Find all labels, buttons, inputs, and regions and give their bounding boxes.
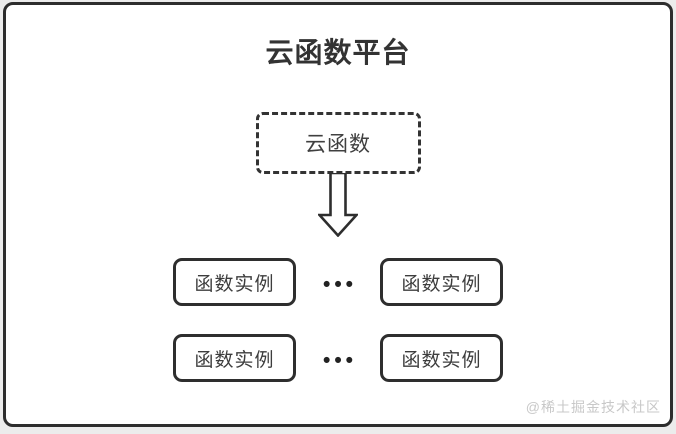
instance-grid: 函数实例 ••• 函数实例 函数实例 ••• 函数实例 <box>6 258 670 382</box>
cloud-function-platform-panel: 云函数平台 云函数 函数实例 ••• 函数实例 函数实例 ••• 函数实例 <box>3 2 673 427</box>
function-instance-label: 函数实例 <box>194 273 275 295</box>
function-instance-label: 函数实例 <box>194 349 275 371</box>
down-arrow-icon <box>6 173 670 237</box>
cloud-function-node-label: 云函数 <box>305 133 371 156</box>
instance-row: 函数实例 ••• 函数实例 <box>6 334 670 382</box>
function-instance-node: 函数实例 <box>173 334 296 382</box>
cloud-function-node: 云函数 <box>255 112 421 174</box>
ellipsis-dots: ••• <box>322 348 358 372</box>
instance-row: 函数实例 ••• 函数实例 <box>6 258 670 306</box>
function-instance-node: 函数实例 <box>380 334 503 382</box>
function-instance-label: 函数实例 <box>401 349 482 371</box>
function-instance-label: 函数实例 <box>401 273 482 295</box>
diagram-title: 云函数平台 <box>265 37 411 68</box>
function-instance-node: 函数实例 <box>380 258 503 306</box>
ellipsis-dots: ••• <box>322 272 358 296</box>
function-instance-node: 函数实例 <box>173 258 296 306</box>
watermark: @稀土掘金技术社区 <box>525 399 661 415</box>
